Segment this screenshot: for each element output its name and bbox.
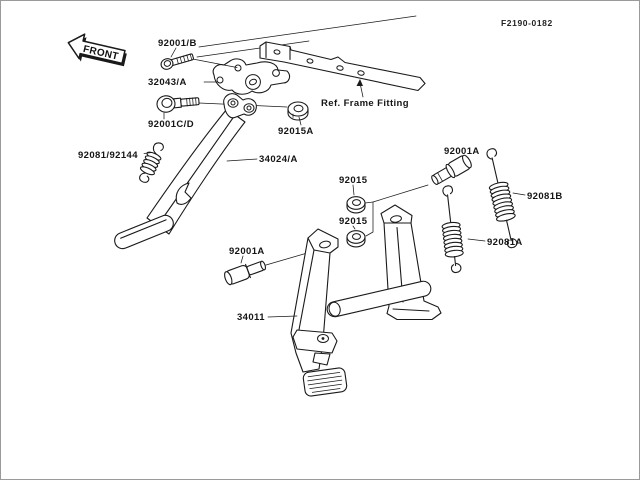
- leader-92081a: [467, 238, 486, 242]
- bolt-92001cd-drawing: [156, 95, 200, 120]
- label-34024a: 34024/A: [259, 154, 298, 165]
- label-frame-ref: Ref. Frame Fitting: [321, 98, 409, 109]
- label-32043a: 32043/A: [148, 77, 187, 88]
- nut-92015a-drawing: [287, 101, 309, 121]
- front-arrow: FRONT: [67, 33, 127, 67]
- side-stand-drawing: [114, 93, 257, 250]
- frame-fitting-drawing: [259, 41, 426, 98]
- nut-92015-1-drawing: [346, 196, 366, 214]
- spring-92081a-drawing: [441, 185, 464, 274]
- label-92001cd: 92001C/D: [148, 119, 194, 130]
- label-92081b: 92081B: [527, 191, 563, 202]
- spring-92144-drawing: [139, 142, 164, 183]
- label-92015a: 92015A: [278, 126, 314, 137]
- label-92081-92144: 92081/92144: [78, 150, 138, 161]
- leader-nut92015a: [298, 116, 302, 126]
- assembly-leader-lines: [352, 184, 429, 237]
- label-92001a-left: 92001A: [229, 246, 265, 257]
- leader-34011: [267, 315, 298, 318]
- ref-leader-arrowhead: [356, 79, 363, 86]
- label-92001a-right: 92001A: [444, 146, 480, 157]
- bracket-32043-drawing: [212, 58, 291, 95]
- label-92015-1: 92015: [339, 175, 368, 186]
- label-92081a: 92081A: [487, 237, 523, 248]
- spring-92081b-drawing: [486, 148, 518, 249]
- label-92015-2: 92015: [339, 216, 368, 227]
- label-34011: 34011: [237, 312, 265, 323]
- leader-spring92144: [143, 152, 153, 154]
- bolt-92001a-right-drawing: [431, 154, 472, 186]
- center-stand-drawing: [290, 204, 442, 397]
- nut-92015-2-drawing: [346, 230, 366, 248]
- frame-tube-lines: [196, 15, 417, 58]
- label-92001b: 92001/B: [158, 38, 197, 49]
- leader-34024a: [226, 158, 258, 162]
- bolt-92001a-left-drawing: [224, 255, 267, 286]
- figure-code: F2190-0182: [501, 18, 553, 28]
- bolt-92001b-drawing: [160, 47, 238, 70]
- leader-92081b: [512, 192, 526, 196]
